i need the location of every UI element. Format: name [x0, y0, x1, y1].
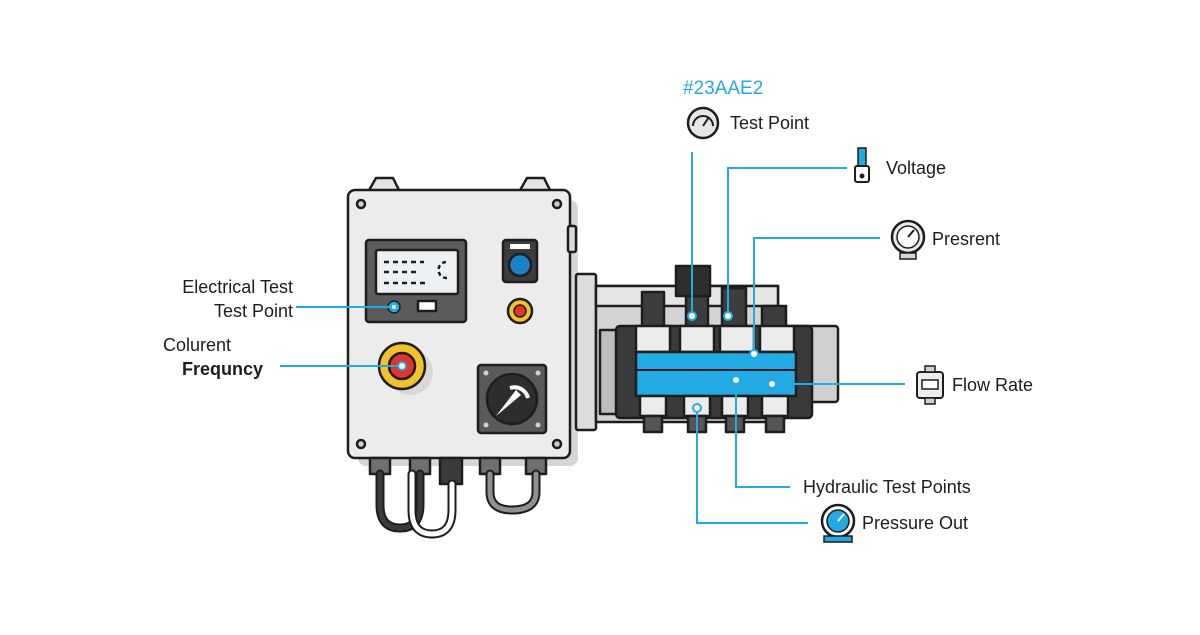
flow-rate-label: Flow Rate [952, 375, 1034, 395]
test-point-markers [390, 303, 777, 413]
flow-meter-icon [916, 365, 944, 405]
hydraulic-test-points-label: Hydraulic Test Points [803, 477, 971, 497]
colurent-frequncy-label: Colurent Frequncy [163, 334, 263, 380]
electrical-test-line1: Electrical Test [182, 277, 293, 297]
hex-code-label: #23AAE2 [683, 78, 764, 99]
selector-knob [501, 238, 539, 284]
test-point-label: Test Point [730, 113, 810, 133]
pressure-out-gauge-icon [820, 503, 856, 543]
electrical-test-label: Electrical Test Test Point [150, 276, 293, 322]
presrent-label: Presrent [932, 229, 1001, 249]
colurent-line2: Frequncy [182, 359, 264, 379]
voltage-label: Voltage [886, 158, 947, 178]
callout-lines [280, 152, 905, 524]
colurent-line1: Colurent [163, 335, 232, 355]
test-probe-icon [854, 147, 870, 183]
electrical-test-line2: Test Point [213, 301, 293, 321]
pressure-gauge-icon [890, 219, 926, 260]
cables [375, 469, 541, 539]
control-cabinet [346, 176, 578, 539]
valve-manifold [614, 264, 814, 434]
rotary-switch [476, 363, 548, 435]
gauge-icon [686, 106, 720, 140]
display-module [364, 238, 468, 324]
pressure-out-label: Pressure Out [862, 513, 969, 533]
indicator-lamp [506, 297, 534, 325]
